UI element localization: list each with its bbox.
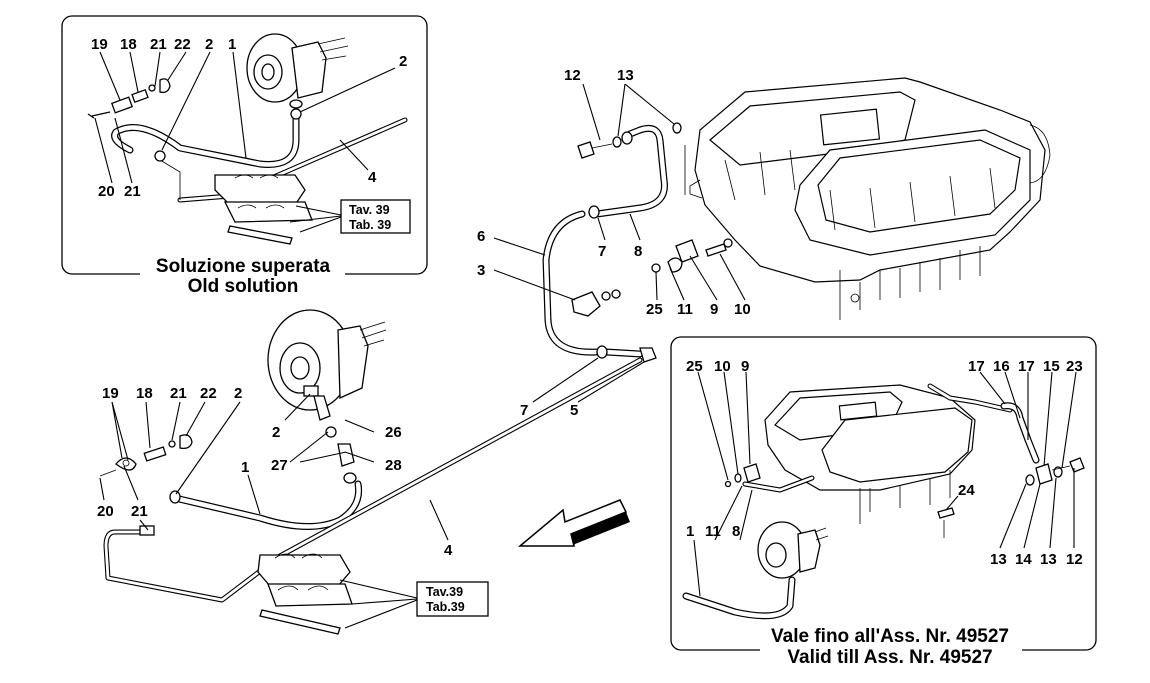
callout-7-center-b: 7 bbox=[520, 402, 528, 419]
callout-9-inset: 9 bbox=[741, 358, 749, 375]
callout-2-main-a: 2 bbox=[234, 385, 242, 402]
callout-5-center: 5 bbox=[570, 402, 578, 419]
callout-19-main: 19 bbox=[102, 385, 119, 402]
hose-clamp-icon bbox=[154, 150, 166, 162]
callout-16-inset: 16 bbox=[993, 358, 1010, 375]
ref-box-main-line2: Tab.39 bbox=[426, 600, 465, 614]
callout-10-center: 10 bbox=[734, 301, 751, 318]
callout-20-old: 20 bbox=[98, 183, 115, 200]
callout-13-inset-a: 13 bbox=[990, 551, 1007, 568]
callout-12-inset: 12 bbox=[1066, 551, 1083, 568]
retaining-block-main-icon bbox=[257, 553, 353, 635]
callout-13-inset-b: 13 bbox=[1040, 551, 1057, 568]
callout-4-main: 4 bbox=[444, 542, 453, 559]
callout-23-inset: 23 bbox=[1066, 358, 1083, 375]
direction-arrow-icon bbox=[517, 499, 630, 547]
ref-box-main bbox=[416, 581, 489, 617]
callout-8-inset: 8 bbox=[732, 523, 740, 540]
callout-20-main: 20 bbox=[97, 503, 114, 520]
valid-till-frame bbox=[670, 336, 1097, 651]
callout-21-main: 21 bbox=[170, 385, 187, 402]
one-way-valve-icon bbox=[337, 443, 355, 467]
callout-26-main: 26 bbox=[385, 424, 402, 441]
mini-brake-booster-icon bbox=[757, 521, 829, 579]
callout-17-inset-b: 17 bbox=[1018, 358, 1035, 375]
lower-left-assembly: Tav.39 Tab.39 19 18 21 22 2 1 20 21 2 26… bbox=[97, 309, 643, 635]
callout-15-inset: 15 bbox=[1043, 358, 1060, 375]
callout-25-center: 25 bbox=[646, 301, 663, 318]
callout-4-old: 4 bbox=[368, 169, 377, 186]
caption-valid-till-it: Vale fino all'Ass. Nr. 49527 bbox=[771, 626, 1009, 647]
callout-24-inset: 24 bbox=[958, 482, 975, 499]
ref-box-old-line1: Tav. 39 bbox=[349, 203, 390, 217]
callout-17-inset-a: 17 bbox=[968, 358, 985, 375]
callout-22-main: 22 bbox=[200, 385, 217, 402]
callout-2-main-b: 2 bbox=[272, 424, 280, 441]
retaining-block-icon bbox=[214, 174, 313, 245]
callout-14-inset: 14 bbox=[1015, 551, 1032, 568]
brake-booster-icon bbox=[246, 33, 349, 109]
valid-till-inset: 25 10 9 17 16 17 15 23 24 1 11 8 13 14 1… bbox=[670, 336, 1097, 668]
callout-11-inset: 11 bbox=[705, 523, 721, 540]
callout-8-center: 8 bbox=[634, 243, 642, 260]
callout-9-center: 9 bbox=[710, 301, 718, 318]
ref-box-old bbox=[340, 199, 411, 234]
ref-box-main-line1: Tav.39 bbox=[426, 585, 463, 599]
ref-box-old-line2: Tab. 39 bbox=[349, 218, 391, 232]
callout-25-inset: 25 bbox=[686, 358, 703, 375]
callout-7-center-a: 7 bbox=[598, 243, 606, 260]
callout-6-center: 6 bbox=[477, 228, 485, 245]
callout-22-old: 22 bbox=[174, 36, 191, 53]
old-solution-inset: Tav. 39 Tab. 39 19 18 21 22 2 1 2 4 20 2… bbox=[61, 15, 428, 297]
brake-booster-main-icon bbox=[267, 309, 387, 411]
engine-intake-plenum-icon bbox=[684, 77, 1051, 320]
caption-valid-till-en: Valid till Ass. Nr. 49527 bbox=[787, 647, 992, 668]
callout-3-center: 3 bbox=[477, 262, 485, 279]
callout-2-old-b: 2 bbox=[399, 53, 407, 70]
callout-19-old: 19 bbox=[91, 36, 108, 53]
callout-21-main-b: 21 bbox=[131, 503, 148, 520]
caption-old-solution-en: Old solution bbox=[188, 276, 299, 297]
mini-engine-icon bbox=[764, 384, 976, 538]
callout-1-old: 1 bbox=[228, 36, 236, 53]
callout-13-center: 13 bbox=[617, 67, 634, 84]
callout-1-main: 1 bbox=[241, 459, 249, 476]
callout-2-old-a: 2 bbox=[205, 36, 213, 53]
callout-21-old-b: 21 bbox=[124, 183, 141, 200]
callout-11-center: 11 bbox=[677, 301, 693, 318]
callout-10-inset: 10 bbox=[714, 358, 731, 375]
callout-1-inset: 1 bbox=[686, 523, 694, 540]
callout-18-old: 18 bbox=[120, 36, 137, 53]
callout-12-center: 12 bbox=[564, 67, 581, 84]
callout-28-main: 28 bbox=[385, 457, 402, 474]
center-hose-assembly: 12 13 6 3 7 8 25 11 9 10 7 5 bbox=[477, 67, 751, 419]
callout-21-old: 21 bbox=[150, 36, 167, 53]
caption-old-solution-it: Soluzione superata bbox=[156, 256, 331, 277]
callout-27-main: 27 bbox=[271, 457, 288, 474]
callout-18-main: 18 bbox=[136, 385, 153, 402]
